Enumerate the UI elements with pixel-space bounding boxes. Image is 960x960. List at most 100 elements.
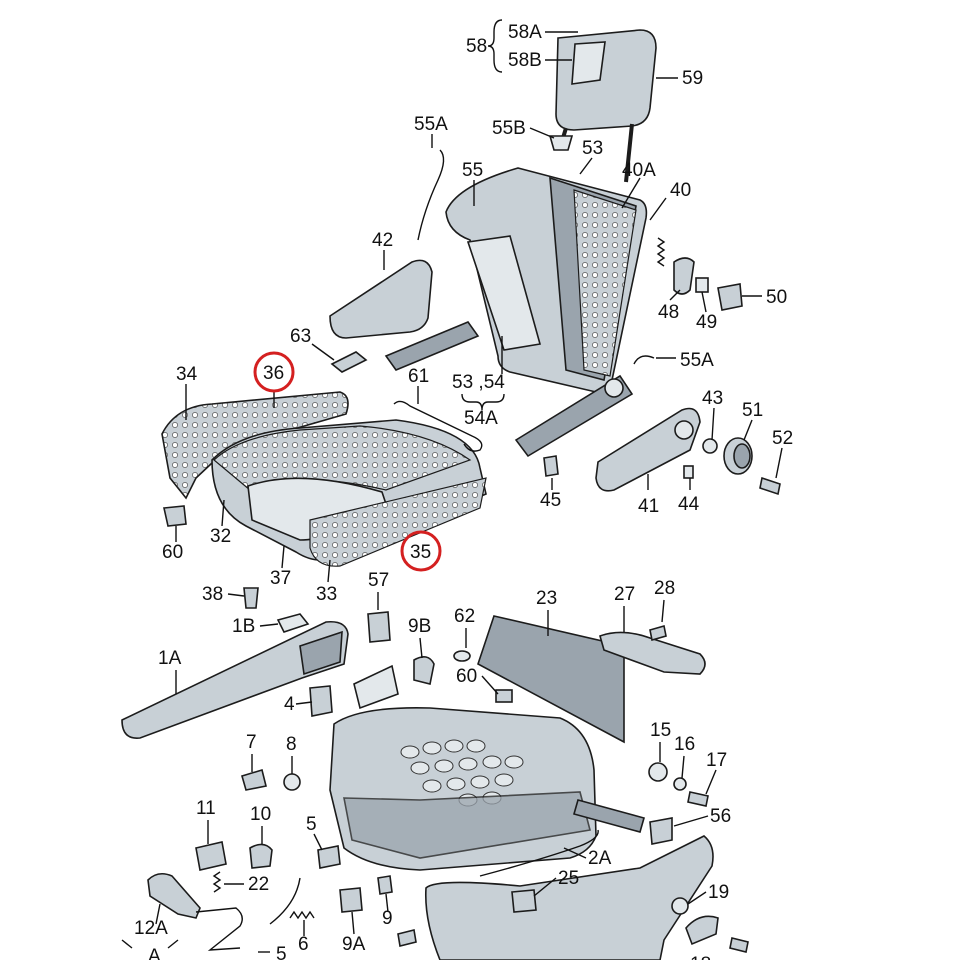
label-55B: 55B [492,118,526,139]
label-35: 35 [410,542,431,563]
switch-part [353,664,399,710]
recliner-right-part [514,374,634,458]
label-53-top: 53 [582,138,603,159]
bracket-part [330,351,368,373]
bracket-part [309,685,333,717]
clip-part [367,611,391,643]
label-8: 8 [286,734,297,755]
headrest-part [555,29,657,183]
strap-part [573,799,645,833]
label-53-54: 53 ,54 [452,372,505,393]
label-52: 52 [772,428,793,449]
rod-part [195,877,301,951]
clip-part [339,887,363,913]
wire-part [417,149,445,241]
label-43: 43 [702,388,723,409]
clip-part [413,656,435,685]
label-58: 58 [466,36,487,57]
bushing-part [249,843,273,869]
side-cover-part [329,259,433,339]
label-60-lower: 60 [456,666,477,687]
cable-part [479,829,599,877]
bracket-part [649,817,673,845]
leader-lines [121,19,783,953]
label-25: 25 [558,868,579,889]
seat-cushion-part [211,419,487,567]
label-17: 17 [706,750,727,771]
cap-part [276,613,310,633]
label-4: 4 [284,694,295,715]
label-9B: 9B [408,616,431,637]
knob-part [717,283,743,311]
label-32: 32 [210,526,231,547]
label-28: 28 [654,578,675,599]
label-2A: 2A [588,848,612,869]
label-10: 10 [250,804,271,825]
label-16: 16 [674,734,695,755]
screw-part [377,875,393,895]
handle-part [685,915,719,946]
label-A: A [148,946,161,960]
adjust-knob-part [723,437,753,475]
label-33: 33 [316,584,337,605]
label-9: 9 [382,908,393,929]
label-55: 55 [462,160,483,181]
bolt-part [759,476,781,496]
clip-part [495,689,513,703]
backrest-part [445,167,648,393]
label-38: 38 [202,584,223,605]
spring-part [656,237,666,267]
bushing-part [317,845,341,869]
label-7: 7 [246,732,257,753]
clip-part [543,455,559,477]
label-1A: 1A [158,648,182,669]
label-63: 63 [290,326,311,347]
label-48: 48 [658,302,679,323]
label-44: 44 [678,494,700,515]
screw-part [397,929,417,947]
label-37: 37 [270,568,291,589]
label-23: 23 [536,588,557,609]
clip-part [695,277,709,293]
label-60-upper: 60 [162,542,183,563]
label-5-upper: 5 [306,814,317,835]
label-9A: 9A [342,934,366,955]
o-ring-part [453,650,471,662]
spring-part [212,871,222,893]
pin-part [683,465,694,479]
bushing-part [283,773,301,791]
push-pin-part [243,587,259,609]
recliner-left-part [384,321,480,371]
washer-part [673,777,687,791]
panel-part [477,615,625,744]
label-6: 6 [298,934,309,955]
label-55A-upper: 55A [414,114,448,135]
label-19: 19 [708,882,729,903]
clip-part [163,505,187,527]
label-34: 34 [176,364,198,385]
part-labels: 58A 58B 58 59 55A 55B 53 40A 40 55 42 50… [134,22,793,960]
side-trim-part [595,407,701,492]
label-49: 49 [696,312,717,333]
label-36: 36 [263,363,284,384]
label-27: 27 [614,584,635,605]
seat-pan-part [329,707,597,871]
label-40: 40 [670,180,691,201]
label-42: 42 [372,230,393,251]
clip-part [241,768,267,791]
label-11: 11 [196,798,216,819]
label-58A: 58A [508,22,542,43]
label-12A: 12A [134,918,168,939]
handle-part [147,872,201,919]
washer-part [702,438,718,454]
label-55A-lower: 55A [680,350,714,371]
screw-part [729,937,749,953]
label-62: 62 [454,606,475,627]
lower-trim-part [424,835,714,960]
label-40A: 40A [622,160,656,181]
label-58B: 58B [508,50,542,71]
rail-cover-part [121,620,349,739]
label-18: 18 [690,954,711,960]
wire-part [633,355,655,365]
